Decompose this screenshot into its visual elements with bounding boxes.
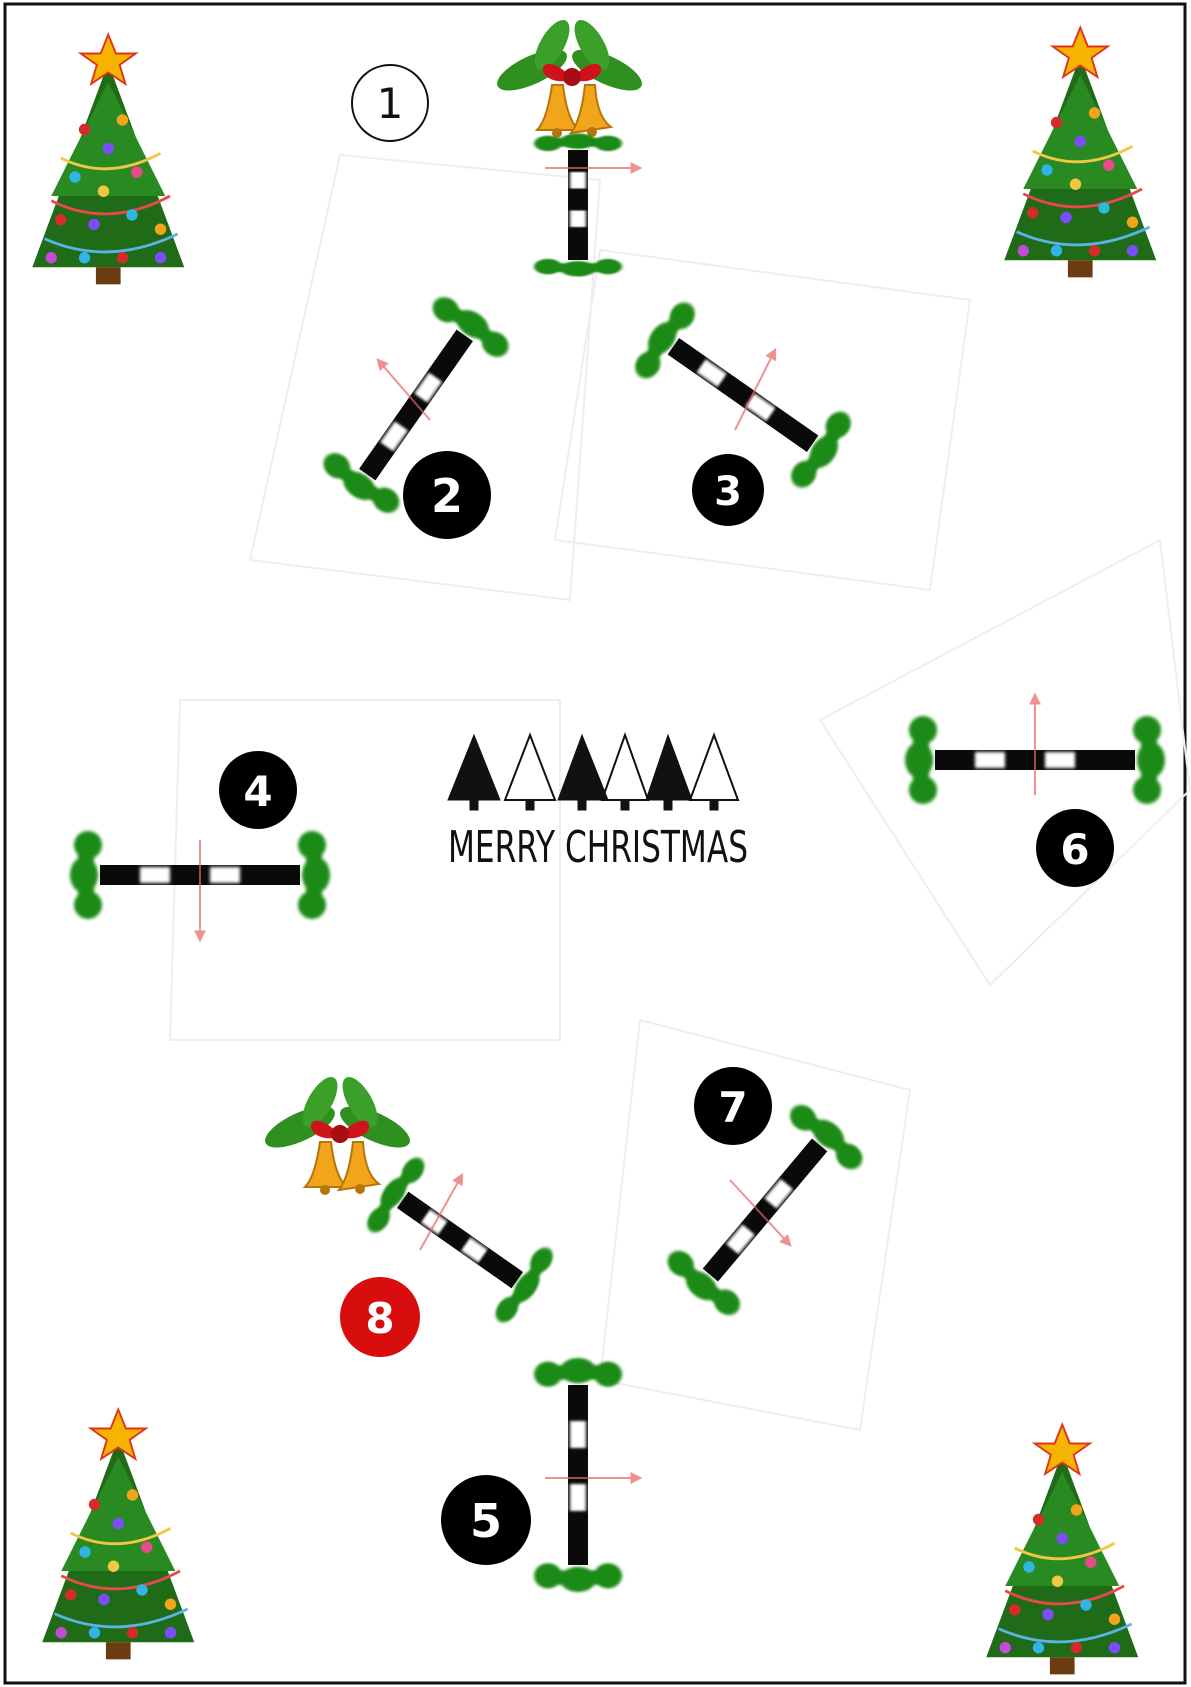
marker-5: 5 <box>441 1475 531 1565</box>
marker-label: 7 <box>718 1083 747 1132</box>
marker-1: 1 <box>352 65 428 141</box>
jump-pole <box>534 134 622 277</box>
marker-6: 6 <box>1036 809 1114 887</box>
christmas-bells-icon <box>260 1072 416 1195</box>
christmas-tree-icon <box>42 1410 194 1660</box>
marker-4: 4 <box>219 751 297 829</box>
marker-8: 8 <box>340 1277 420 1357</box>
marker-label: 1 <box>377 79 404 128</box>
marker-7: 7 <box>694 1067 772 1145</box>
christmas-bells-icon <box>492 15 648 138</box>
marker-label: 5 <box>470 1494 502 1548</box>
jump-pole <box>534 1358 622 1592</box>
jump-1 <box>534 134 622 277</box>
marker-2: 2 <box>403 451 491 539</box>
christmas-tree-icon <box>1004 28 1156 278</box>
jump-7 <box>660 1097 869 1323</box>
merry-christmas-banner: MERRY CHRISTMAS <box>448 735 748 873</box>
marker-label: 2 <box>431 469 463 523</box>
christmas-tree-icon <box>32 35 184 285</box>
marker-label: 8 <box>365 1294 394 1343</box>
marker-label: 6 <box>1060 825 1089 874</box>
marker-label: 3 <box>714 469 742 515</box>
christmas-tree-icon <box>986 1425 1138 1675</box>
jump-pole <box>660 1097 869 1323</box>
jump-5 <box>534 1358 622 1592</box>
tree-row-icon <box>448 735 738 810</box>
marker-label: 4 <box>243 767 272 816</box>
banner-title: MERRY CHRISTMAS <box>448 822 748 873</box>
marker-3: 3 <box>692 454 764 526</box>
